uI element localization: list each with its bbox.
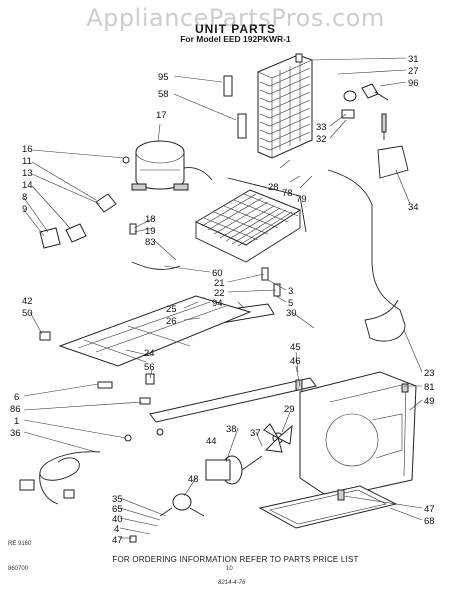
callout-50: 50 (22, 308, 33, 319)
callout-24: 24 (144, 348, 155, 359)
callout-60: 60 (212, 268, 223, 279)
start-relay-parts (39, 156, 137, 249)
callout-32: 32 (316, 134, 327, 145)
callout-25: 25 (166, 304, 177, 315)
callout-44: 44 (206, 436, 217, 447)
callout-37: 37 (250, 428, 261, 439)
callout-6: 6 (14, 392, 19, 403)
callout-56: 56 (144, 362, 155, 373)
callout-68: 68 (424, 516, 435, 527)
callout-5: 5 (288, 298, 293, 309)
callout-31: 31 (408, 54, 419, 65)
callout-83: 83 (145, 237, 156, 248)
callout-96: 96 (408, 78, 419, 89)
callout-29: 29 (284, 404, 295, 415)
callout-14: 14 (22, 180, 33, 191)
callout-34: 34 (408, 202, 419, 213)
callout-49: 49 (424, 396, 435, 407)
callout-9: 9 (22, 204, 27, 215)
capillary-tube (131, 261, 181, 270)
callout-13: 13 (22, 168, 33, 179)
callout-1: 1 (14, 416, 19, 427)
callout-48: 48 (188, 474, 199, 485)
watermark: AppliancePartsPros.com (86, 4, 385, 32)
callout-8: 8 (22, 192, 27, 203)
callout-40: 40 (112, 514, 123, 525)
drawing-code-left: RE 9160 (8, 541, 32, 547)
callout-47-left: 47 (112, 535, 123, 546)
base-frame (39, 295, 252, 405)
fan-motor-assembly (159, 423, 293, 517)
page-number: 10 (226, 566, 233, 572)
callout-23: 23 (424, 368, 435, 379)
drier-tube (377, 145, 409, 179)
callout-36: 36 (10, 428, 21, 439)
callout-22: 22 (214, 288, 225, 299)
callout-21: 21 (214, 278, 225, 289)
callout-16: 16 (22, 144, 33, 155)
callout-86: 86 (10, 404, 21, 415)
model-line: For Model EED 192PKWR-1 (180, 34, 291, 44)
mounting-rail (149, 377, 317, 423)
fan-shroud (295, 371, 417, 499)
callout-65: 65 (112, 504, 123, 515)
callout-4: 4 (114, 524, 119, 535)
callout-95: 95 (158, 72, 169, 83)
callout-79: 79 (296, 194, 307, 205)
callout-46: 46 (290, 356, 301, 367)
callout-33: 33 (316, 122, 327, 133)
condenser-coil (257, 53, 313, 159)
callout-81: 81 (424, 382, 435, 393)
callout-94: 94 (212, 298, 223, 309)
callout-30: 30 (286, 308, 297, 319)
callout-78: 78 (282, 188, 293, 199)
handwritten-code: 8214-4-76 (218, 580, 246, 586)
valve-parts (341, 83, 389, 140)
ordering-footer: FOR ORDERING INFORMATION REFER TO PARTS … (112, 555, 359, 564)
condenser-bracket-parts (223, 75, 247, 139)
leader-lines (23, 57, 423, 539)
drawing-code-bottom: 860700 (8, 566, 29, 572)
callout-18: 18 (145, 214, 156, 225)
compressor (131, 140, 213, 191)
callout-58: 58 (158, 89, 169, 100)
callout-19: 19 (145, 226, 156, 237)
evaporator-coil (194, 177, 307, 263)
callout-3: 3 (288, 286, 293, 297)
callout-27: 27 (408, 66, 419, 77)
callout-47-right: 47 (424, 504, 435, 515)
callout-42: 42 (22, 296, 33, 307)
callout-38: 38 (226, 424, 237, 435)
callout-45: 45 (290, 342, 301, 353)
power-cord (19, 451, 101, 505)
diagram-title: UNIT PARTS (194, 22, 277, 36)
callout-labels: 95 58 17 16 11 13 14 8 9 18 19 83 31 27 … (10, 54, 435, 546)
callout-26: 26 (166, 316, 177, 327)
callout-28: 28 (268, 182, 279, 193)
callout-17: 17 (156, 110, 167, 121)
callout-35: 35 (112, 494, 123, 505)
callout-11: 11 (22, 156, 32, 167)
